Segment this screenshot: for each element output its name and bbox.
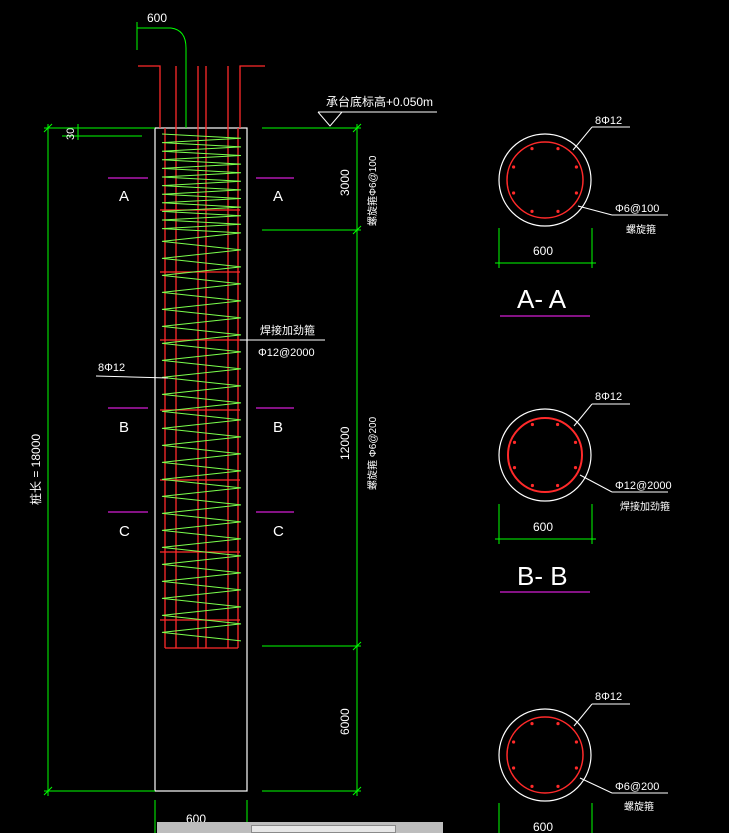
segment-2-length: 12000 bbox=[338, 426, 352, 460]
cap-bottom-label: 承台底标高+0.050m bbox=[326, 94, 433, 109]
cut-mark-b-right: B bbox=[273, 419, 283, 436]
longitudinal-bar bbox=[530, 483, 535, 488]
section-a-a bbox=[495, 126, 668, 317]
section-c-width: 600 bbox=[533, 820, 553, 833]
section-b-title: B- B bbox=[517, 561, 568, 591]
longitudinal-bar bbox=[530, 422, 535, 427]
cut-mark-b-left: B bbox=[119, 419, 129, 436]
longitudinal-bar bbox=[556, 147, 560, 151]
longitudinal-bar bbox=[556, 483, 560, 488]
section-c-hoop: Φ6@200 bbox=[615, 781, 659, 793]
longitudinal-bar bbox=[574, 740, 579, 744]
section-a-bar: 8Φ12 bbox=[595, 115, 622, 127]
longitudinal-bar bbox=[511, 766, 516, 770]
longitudinal-bar bbox=[574, 766, 579, 770]
longitudinal-bar bbox=[574, 165, 579, 169]
longitudinal-bar bbox=[511, 165, 516, 169]
longitudinal-bar bbox=[530, 722, 534, 726]
longitudinal-bar bbox=[512, 440, 517, 444]
callout-leaders bbox=[95, 339, 325, 379]
scrollbar-thumb[interactable] bbox=[251, 825, 396, 833]
section-a-hoop-note: 螺旋箍 bbox=[626, 223, 656, 236]
section-b-hoop: Φ12@2000 bbox=[615, 480, 672, 492]
section-b-bar: 8Φ12 bbox=[595, 391, 622, 403]
longitudinal-bar bbox=[530, 209, 534, 213]
section-a-title: A- A bbox=[517, 284, 567, 314]
longitudinal-bar bbox=[556, 722, 560, 726]
cut-mark-c-right: C bbox=[273, 523, 284, 540]
stiffener-callout-spec: Φ12@2000 bbox=[258, 347, 315, 359]
cut-mark-c-left: C bbox=[119, 523, 130, 540]
segment-2-note: 螺旋箍 Φ6@200 bbox=[366, 416, 379, 490]
segment-dims bbox=[262, 123, 362, 796]
longitudinal-bar bbox=[511, 740, 516, 744]
longitudinal-bar bbox=[556, 422, 560, 427]
longitudinal-bar bbox=[556, 784, 560, 789]
elevation-marker bbox=[317, 111, 437, 127]
segment-3-length: 6000 bbox=[338, 708, 352, 735]
segment-1-note: 螺旋箍Φ6@100 bbox=[366, 155, 379, 226]
section-b-b bbox=[495, 403, 668, 593]
section-c-hoop-note: 螺旋箍 bbox=[624, 800, 654, 813]
anchor-leader bbox=[136, 22, 187, 128]
section-b-width: 600 bbox=[533, 520, 553, 534]
stiffener-callout-title: 焊接加劲箍 bbox=[260, 323, 315, 337]
section-a-hoop: Φ6@100 bbox=[615, 203, 659, 215]
cut-mark-a-right: A bbox=[273, 188, 283, 205]
pile-length-label: 桩长 = 18000 bbox=[28, 434, 43, 505]
main-bar-callout: 8Φ12 bbox=[98, 362, 125, 374]
section-c-c bbox=[498, 703, 668, 833]
longitudinal-bar bbox=[574, 191, 579, 195]
longitudinal-bar bbox=[512, 466, 517, 470]
cut-lines bbox=[108, 177, 294, 513]
section-c-bar: 8Φ12 bbox=[595, 691, 622, 703]
cut-mark-a-left: A bbox=[119, 188, 129, 205]
section-b-hoop-note: 焊接加劲箍 bbox=[620, 500, 670, 513]
longitudinal-bar bbox=[573, 466, 578, 470]
spiral-stirrup bbox=[161, 133, 242, 642]
horizontal-scrollbar[interactable] bbox=[157, 822, 443, 833]
longitudinal-bar bbox=[530, 784, 534, 789]
section-a-width: 600 bbox=[533, 244, 553, 258]
segment-1-length: 3000 bbox=[338, 169, 352, 196]
longitudinal-bar bbox=[511, 191, 516, 195]
longitudinal-bar bbox=[556, 209, 560, 213]
anchor-length-label: 600 bbox=[147, 11, 167, 25]
pile-outline bbox=[154, 127, 248, 792]
pile-length-dim bbox=[43, 123, 155, 796]
longitudinal-bar bbox=[573, 440, 578, 444]
top-offset-label: 30 bbox=[65, 128, 77, 140]
longitudinal-bar bbox=[530, 147, 534, 151]
